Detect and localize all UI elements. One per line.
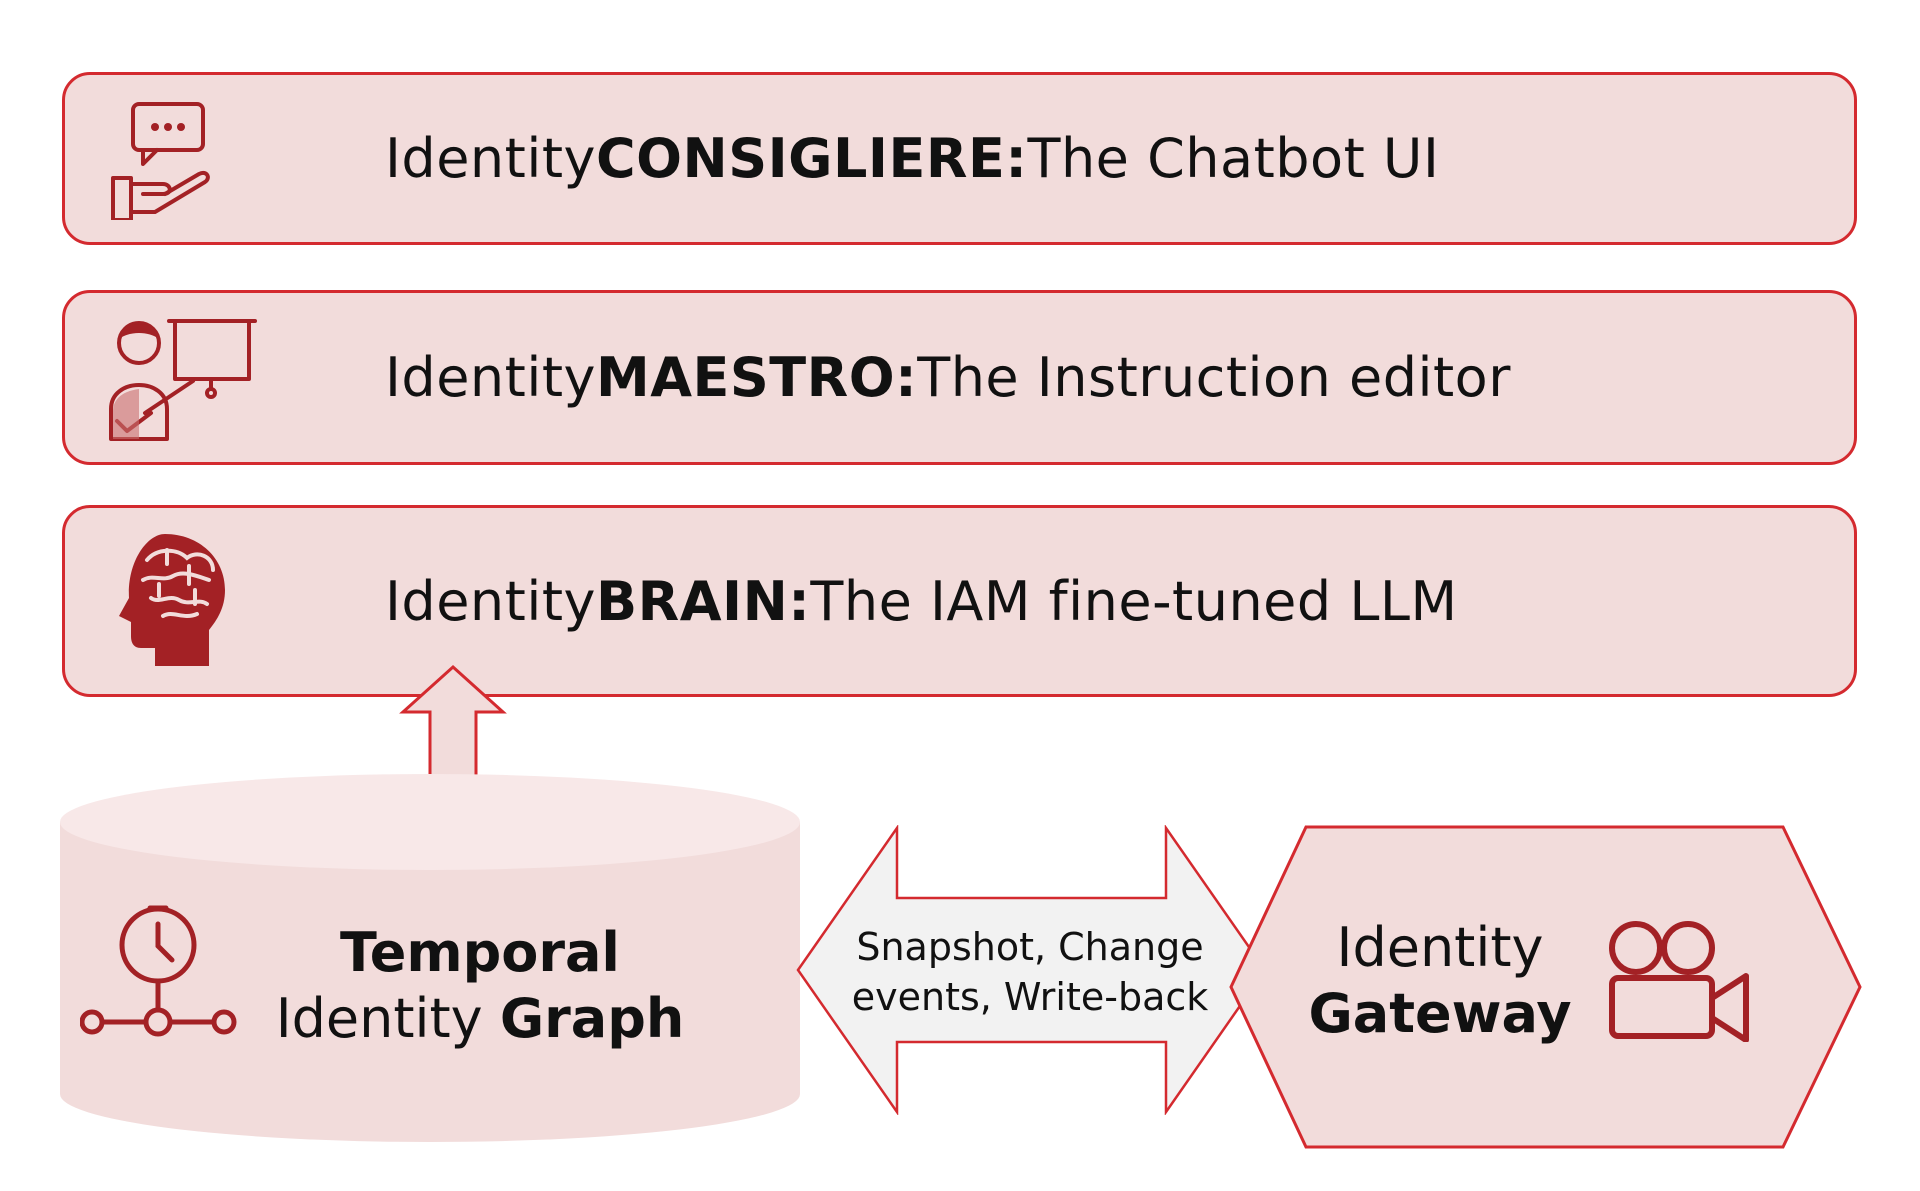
layer-consigliere: Identity CONSIGLIERE: The Chatbot UI: [62, 72, 1857, 245]
layer-title-consigliere: Identity CONSIGLIERE: The Chatbot UI: [385, 127, 1440, 190]
layer-maestro: Identity MAESTRO: The Instruction editor: [62, 290, 1857, 465]
clock-timeline-icon: [80, 905, 237, 1037]
chat-hand-icon: [111, 102, 210, 220]
flow-label: Snapshot, Change events, Write-back: [851, 925, 1209, 1019]
brain-head-icon: [119, 534, 225, 666]
layer-title-maestro: Identity MAESTRO: The Instruction editor: [385, 346, 1511, 409]
layer-title-brain: Identity BRAIN: The IAM fine-tuned LLM: [385, 569, 1458, 633]
graph-title: Temporal Identity Graph: [275, 921, 685, 1050]
layer-brain: Identity BRAIN: The IAM fine-tuned LLM: [62, 505, 1857, 697]
gateway-title: Identity Gateway: [1308, 916, 1572, 1045]
presenter-icon: [109, 319, 257, 441]
gateway-hexagon: [1229, 825, 1862, 1149]
temporal-graph-cylinder: [60, 774, 800, 1142]
video-camera-icon: [1609, 921, 1749, 1042]
